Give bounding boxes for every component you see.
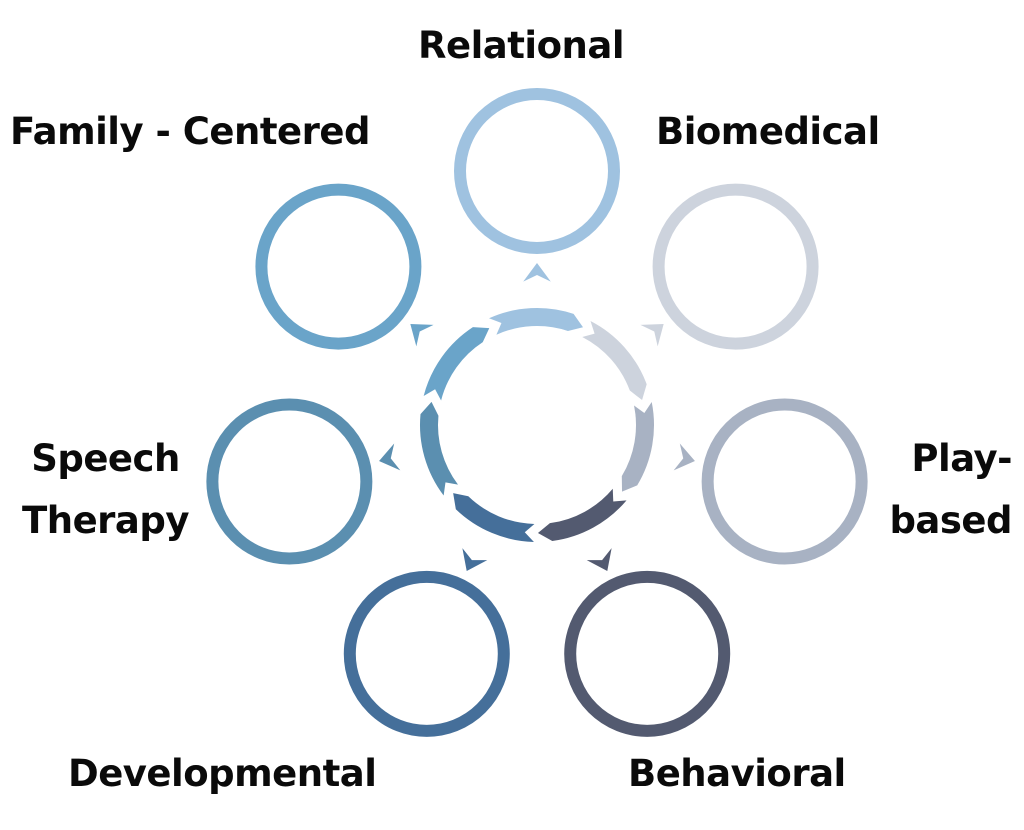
label-developmental: Developmental — [68, 752, 377, 796]
outer-circle-family-centered — [255, 183, 422, 350]
ring-segment-developmental — [453, 493, 535, 542]
pointer-arrow-icon-family-centered — [410, 323, 434, 347]
ring-segment-relational — [489, 308, 584, 335]
label-speech-therapy-line-1: Speech — [31, 437, 180, 480]
ring-segment-speech-therapy — [420, 401, 459, 496]
label-relational: Relational — [418, 24, 625, 68]
pointer-arrows — [379, 263, 695, 571]
label-behavioral-line-1: Behavioral — [628, 752, 846, 795]
outer-circle-developmental — [343, 570, 510, 737]
ring-segment-behavioral — [537, 488, 627, 541]
outer-circle-relational — [454, 88, 620, 254]
label-speech-therapy-line-2: Therapy — [22, 499, 190, 542]
outer-circle-speech-therapy — [206, 398, 373, 565]
outer-circle-play-based — [701, 398, 868, 565]
label-behavioral: Behavioral — [628, 752, 846, 796]
label-relational-line-1: Relational — [418, 24, 625, 67]
pointer-arrow-icon-speech-therapy — [379, 443, 401, 471]
label-biomedical-line-1: Biomedical — [656, 110, 880, 153]
ring-segment-family-centered — [423, 327, 490, 401]
pointer-arrow-icon-developmental — [462, 548, 488, 571]
pointer-arrow-icon-relational — [523, 263, 551, 282]
label-family-centered: Family - Centered — [10, 110, 370, 154]
outer-circle-behavioral — [564, 570, 731, 737]
pointer-arrow-icon-behavioral — [586, 548, 612, 571]
ring-segment-biomedical — [582, 320, 647, 401]
label-biomedical: Biomedical — [656, 110, 880, 154]
label-play-based-line-2: based — [889, 499, 1012, 542]
ring-segment-play-based — [621, 401, 654, 492]
center-cycle-ring — [420, 308, 654, 542]
label-family-centered-line-1: Family - Centered — [10, 110, 370, 153]
label-play-based-line-1: Play- — [911, 437, 1012, 480]
label-play-based: Play- based — [889, 428, 1012, 552]
outer-circle-biomedical — [652, 183, 819, 350]
label-speech-therapy: Speech Therapy — [22, 428, 190, 552]
label-developmental-line-1: Developmental — [68, 752, 377, 795]
outer-circles — [206, 88, 868, 737]
pointer-arrow-icon-biomedical — [640, 323, 664, 347]
pointer-arrow-icon-play-based — [673, 443, 695, 471]
